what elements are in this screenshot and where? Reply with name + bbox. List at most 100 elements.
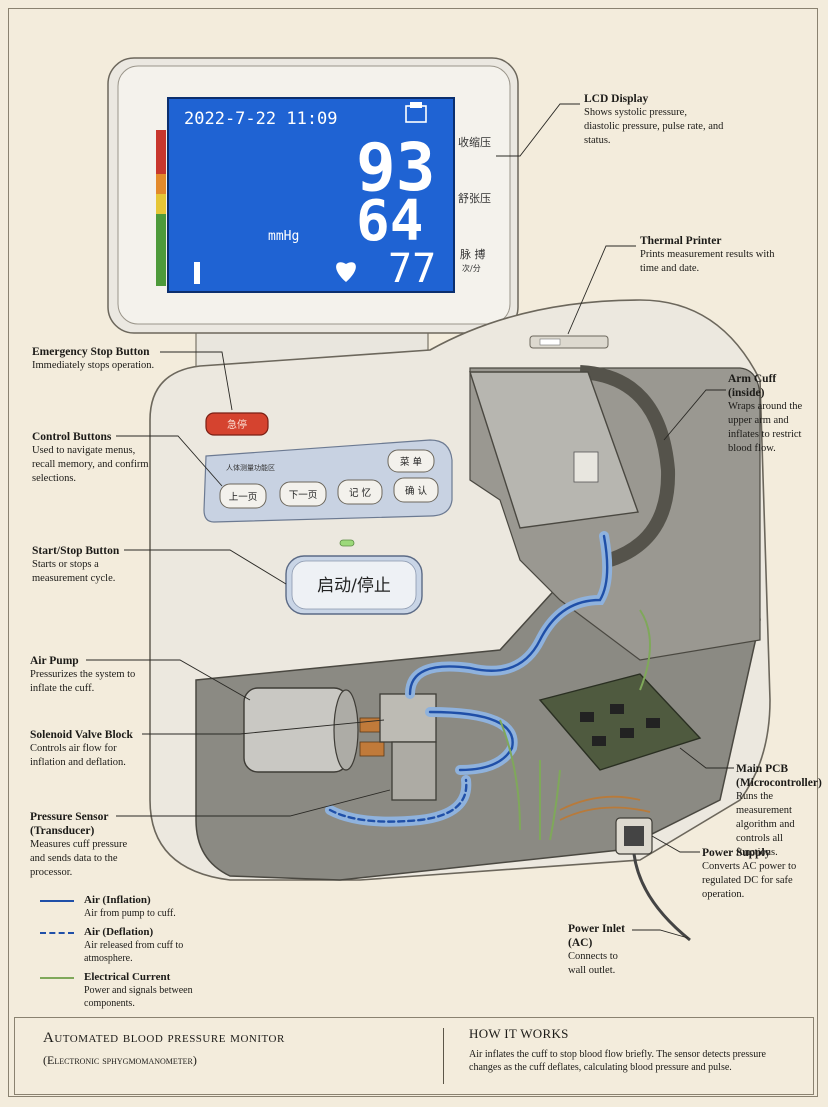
how-it-works-text: Air inflates the cuff to stop blood flow… [469,1049,766,1073]
leader-emergency [160,351,233,411]
legend-deflation-title: Air (Deflation) [84,926,154,938]
callout-pcb: Main PCB (Microcontroller) Runs the meas… [736,762,822,860]
callout-control-desc: Used to navigate menus, recall memory, a… [32,445,149,484]
confirm-button[interactable]: 确 认 [393,477,439,503]
callout-emergency-desc: Immediately stops operation. [32,360,155,371]
leader-sensor [116,789,391,817]
solenoid-valve-block [379,693,437,801]
callout-inlet-title: Power Inlet (AC) [568,923,625,949]
leader-pcb [679,747,734,769]
arm-cuff [469,365,676,567]
lcd-unit: mmHg [268,229,299,244]
leader-cuff [663,389,726,441]
start-stop-label: 启动/停止 [317,576,391,596]
legend: Air (Inflation) Air from pump to cuff. A… [40,894,210,1016]
lcd-systolic: 93 [356,129,435,206]
callout-startstop-desc: Starts or stops a measurement cycle. [32,559,116,584]
footer-subtitle: (Electronic sphygmomanometer) [43,1053,197,1067]
callout-emergency: Emergency Stop Button Immediately stops … [32,345,172,373]
callout-pcb-desc: Runs the measurement algorithm and contr… [736,791,795,858]
legend-deflation-swatch [40,932,74,934]
callout-emergency-title: Emergency Stop Button [32,346,150,358]
footer-divider [443,1028,444,1084]
leader-lines [86,103,734,939]
callout-control: Control Buttons Used to navigate menus, … [32,430,150,486]
how-it-works-title: HOW IT WORKS [469,1026,569,1041]
panel-caption: 人体测量功能区 [226,463,275,472]
prev-page-label: 上一页 [229,492,258,503]
callout-control-title: Control Buttons [32,431,112,443]
callout-power: Power Supply Converts AC power to regula… [702,846,808,902]
callout-cuff-title: Arm Cuff (inside) [728,373,777,399]
pressure-indicator-bar [156,130,166,286]
footer-title: Automated blood pressure monitor [43,1030,285,1046]
menu-label: 菜 单 [400,456,423,468]
electrical-wires [499,609,651,841]
callout-lcd-desc: Shows systolic pressure, diastolic press… [584,107,724,146]
lcd-screen: 2022-7-22 11:09 93 64 77 mmHg [167,97,455,293]
diastolic-label: 舒张压 [458,191,491,205]
legend-electrical-desc: Power and signals between components. [84,985,193,1009]
callout-inlet-desc: Connects to wall outlet. [568,951,618,976]
leader-control [116,435,223,487]
callout-printer-title: Thermal Printer [640,235,722,247]
pulse-unit-label: 次/分 [462,263,481,273]
legend-inflation-desc: Air from pump to cuff. [84,908,176,919]
power-supply-wires [559,795,651,821]
callout-printer-desc: Prints measurement results with time and… [640,249,775,274]
callout-valve: Solenoid Valve Block Controls air flow f… [30,728,142,770]
pulse-label: 脉 搏 [460,247,486,261]
legend-deflation: Air (Deflation) Air released from cuff t… [40,926,210,965]
footer-how-block: HOW IT WORKS Air inflates the cuff to st… [469,1026,799,1074]
leader-valve [142,719,385,735]
legend-deflation-desc: Air released from cuff to atmosphere. [84,940,184,964]
lcd-datetime: 2022-7-22 11:09 [184,109,338,129]
main-pcb [538,673,702,771]
callout-sensor: Pressure Sensor (Transducer) Measures cu… [30,810,140,880]
systolic-label: 收缩压 [458,135,491,149]
air-tubes [325,531,613,827]
printer-status-icon [405,102,427,123]
callout-power-title: Power Supply [702,847,771,859]
callout-lcd-title: LCD Display [584,93,649,105]
callout-lcd: LCD Display Shows systolic pressure, dia… [584,92,724,148]
legend-inflation: Air (Inflation) Air from pump to cuff. [40,894,210,920]
heart-icon [336,262,356,282]
emergency-stop-button[interactable]: 急停 [205,412,269,436]
callout-valve-desc: Controls air flow for inflation and defl… [30,743,126,768]
footer-title-block: Automated blood pressure monitor (Electr… [43,1030,433,1068]
signal-bar [194,262,200,284]
lcd-pulse: 77 [388,246,436,292]
deflation-line [328,778,468,823]
memory-label: 记 忆 [349,487,371,499]
start-stop-button[interactable]: 启动/停止 [285,555,423,615]
printer-slot [529,335,609,349]
leader-printer [567,245,636,335]
prev-page-button[interactable]: 上一页 [219,483,267,509]
callout-valve-title: Solenoid Valve Block [30,729,133,741]
leader-power [651,835,700,853]
inflation-line [408,534,609,696]
memory-button[interactable]: 记 忆 [337,479,383,505]
leader-lcd [496,103,580,157]
menu-button[interactable]: 菜 单 [387,449,435,473]
next-page-label: 下一页 [289,490,318,501]
callout-sensor-desc: Measures cuff pressure and sends data to… [30,839,128,878]
callout-pump: Air Pump Pressurizes the system to infla… [30,654,138,696]
callout-power-desc: Converts AC power to regulated DC for sa… [702,861,797,900]
callout-cuff-desc: Wraps around the upper arm and inflates … [728,401,803,454]
confirm-label: 确 认 [405,485,428,497]
callout-pump-desc: Pressurizes the system to inflate the cu… [30,669,136,694]
lcd-diastolic: 64 [356,189,423,254]
callout-printer: Thermal Printer Prints measurement resul… [640,234,780,276]
legend-electrical-swatch [40,977,74,979]
legend-inflation-swatch [40,900,74,902]
leader-startstop [124,549,287,585]
leader-inlet [632,929,689,939]
outer-border [8,8,818,1097]
next-page-button[interactable]: 下一页 [279,481,327,507]
emergency-stop-label: 急停 [227,418,247,431]
callout-cuff: Arm Cuff (inside) Wraps around the upper… [728,372,814,456]
